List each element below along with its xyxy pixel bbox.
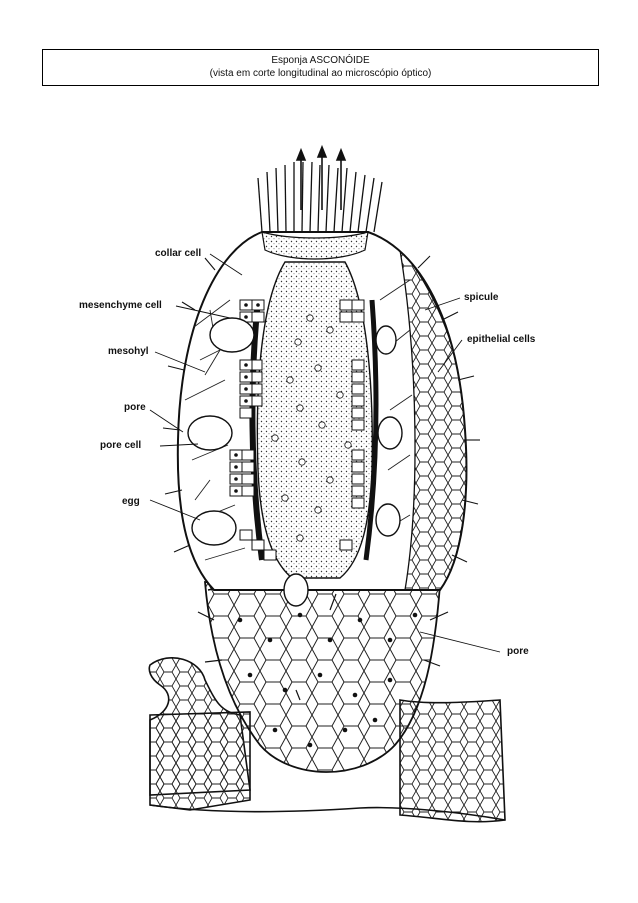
spongocoel [249, 261, 379, 579]
pore-cells [283, 325, 403, 607]
label-egg: egg [122, 496, 140, 507]
label-mesohyl: mesohyl [108, 346, 149, 357]
label-epithelial-cells: epithelial cells [467, 334, 536, 345]
surface-spicules [162, 255, 480, 563]
label-pore-cell: pore cell [100, 440, 142, 451]
egg-cells [187, 317, 255, 546]
substrate-branch [148, 656, 506, 823]
label-pore: pore [124, 402, 146, 413]
label-spicule: spicule [464, 292, 499, 303]
osculum-spicules [257, 161, 383, 233]
collar-cells-right [339, 299, 365, 551]
label-pore-right: pore [507, 646, 529, 657]
caption-title: Esponja ASCONÓIDE [271, 55, 370, 66]
caption-subtitle: (vista em corte longitudinal ao microscó… [209, 68, 432, 79]
caption-box: Esponja ASCONÓIDE (vista em corte longit… [42, 49, 599, 86]
label-mesenchyme-cell: mesenchyme cell [79, 300, 162, 311]
label-collar-cell: collar cell [155, 248, 202, 259]
leader-lines [149, 253, 501, 653]
water-flow-arrows [295, 144, 347, 210]
